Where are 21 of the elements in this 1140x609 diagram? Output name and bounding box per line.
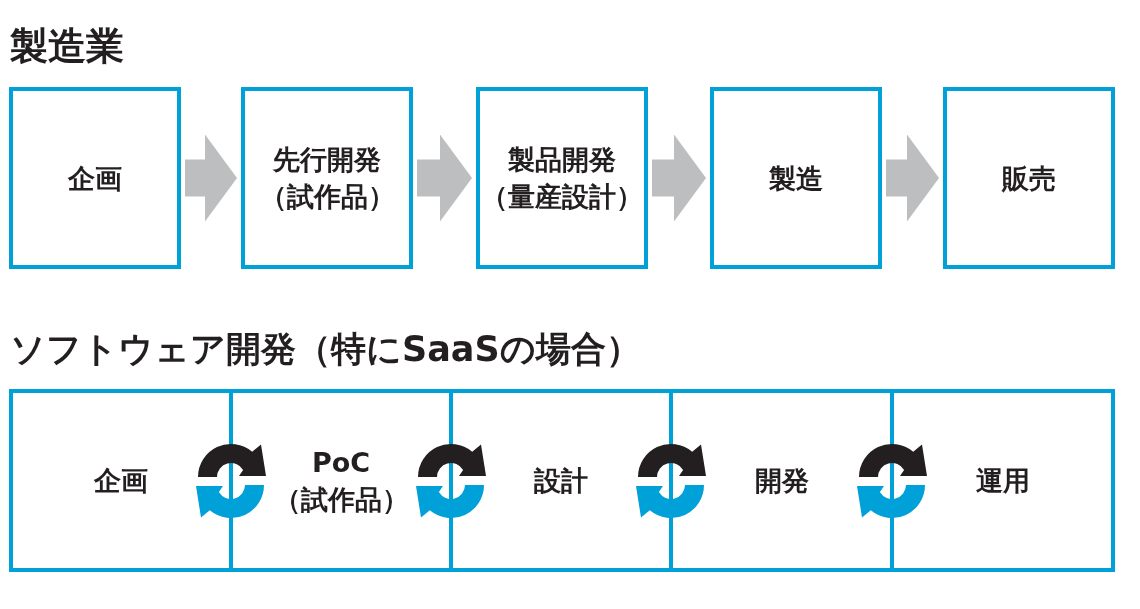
step-label: 製造: [769, 161, 823, 196]
section-heading: ソフトウェア開発（特にSaaSの場合）: [10, 328, 641, 370]
block-arrow: [652, 134, 706, 222]
step-label: 企画: [68, 161, 122, 196]
section-heading: 製造業: [10, 24, 124, 70]
block-arrow: [417, 134, 472, 222]
process-box: [9, 87, 181, 269]
process-box: [241, 87, 413, 269]
step-label: 開発: [754, 464, 809, 498]
process-box: [476, 87, 648, 269]
step-label: 設計: [534, 464, 588, 498]
process-box: [710, 87, 882, 269]
step-label: PoC（試作品）: [272, 445, 410, 517]
process-box: [943, 87, 1115, 269]
block-arrow: [185, 134, 237, 222]
step-label: 先行開発（試作品）: [258, 143, 396, 214]
step-label: 販売: [1002, 161, 1056, 196]
block-arrow: [886, 134, 939, 222]
step-label: 企画: [94, 464, 148, 498]
step-label: 製品開発（量産設計）: [480, 143, 644, 214]
step-label: 運用: [975, 464, 1030, 498]
